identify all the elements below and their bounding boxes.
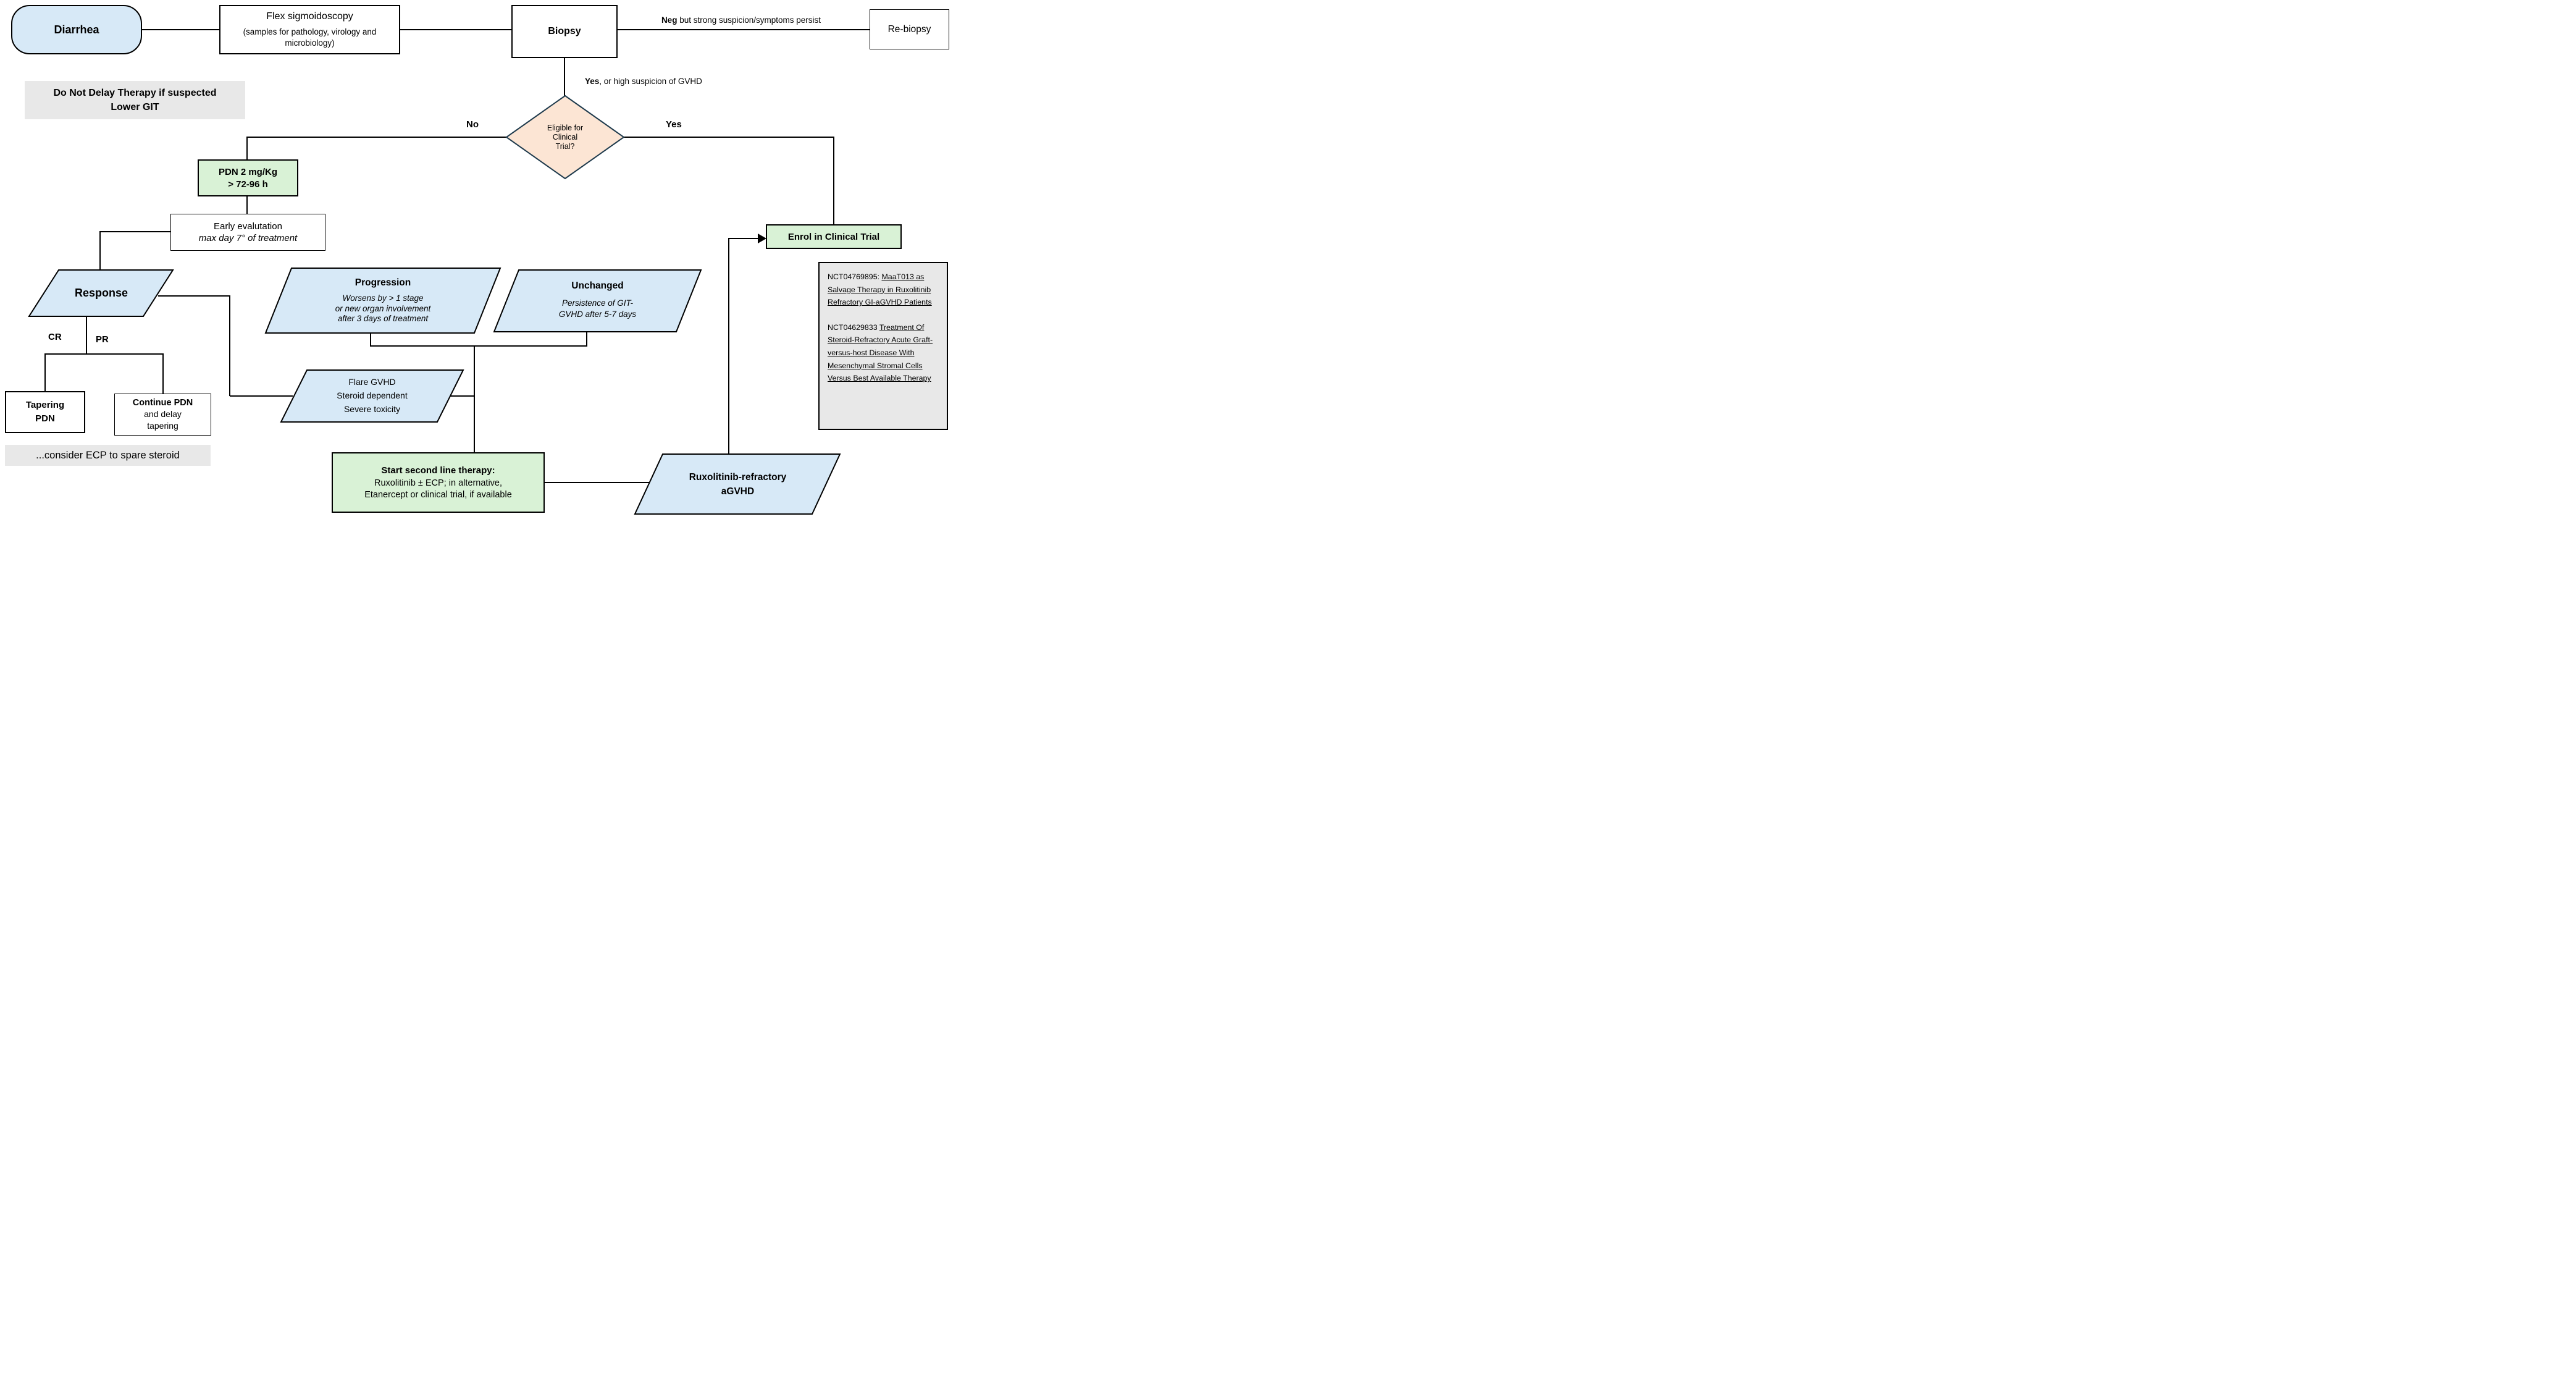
node-rebiopsy-label: Re-biopsy [887, 23, 931, 35]
node-early-line1: Early evalutation [214, 221, 282, 232]
ruxolitinib-refractory-shape [634, 453, 841, 515]
connector-lines [44, 29, 870, 483]
edge-label-pr: PR [96, 334, 109, 345]
nct1-link[interactable]: MaaT013 as Salvage Therapy in Ruxolitini… [828, 272, 932, 307]
node-early-evaluation: Early evalutation max day 7° of treatmen… [170, 214, 325, 251]
decision-diamond-shape [505, 95, 625, 180]
node-enrol-clinical-trial: Enrol in Clinical Trial [766, 224, 902, 249]
node-tapering-label: Tapering PDN [25, 400, 65, 424]
note-ecp: ...consider ECP to spare steroid [5, 445, 211, 466]
node-continue-bold: Continue PDN [132, 398, 193, 408]
node-rebiopsy: Re-biopsy [870, 9, 949, 49]
node-start-line2: Etanercept or clinical trial, if availab… [364, 490, 512, 500]
progression-shape [264, 268, 501, 334]
flowchart-canvas: Diarrhea Flex sigmoidoscopy (samples for… [0, 0, 951, 515]
node-nct-trials: NCT04769895: MaaT013 as Salvage Therapy … [818, 262, 948, 430]
node-flex-sigmoidoscopy: Flex sigmoidoscopy (samples for patholog… [219, 5, 400, 54]
nct-trial-1: NCT04769895: MaaT013 as Salvage Therapy … [828, 271, 939, 309]
node-early-line2: max day 7° of treatment [198, 233, 298, 243]
node-enrol-label: Enrol in Clinical Trial [787, 231, 880, 242]
node-biopsy-label: Biopsy [548, 26, 581, 36]
arrowhead-icon [758, 234, 766, 243]
node-continue-pdn: Continue PDN and delay tapering [114, 394, 211, 436]
nct2-id: NCT04629833 [828, 323, 879, 332]
node-diarrhea-label: Diarrhea [54, 23, 99, 36]
node-tapering-pdn: Tapering PDN [5, 391, 85, 433]
edge-label-yes-gvhd-bold: Yes [585, 77, 600, 86]
note-do-not-delay: Do Not Delay Therapy if suspected Lower … [25, 81, 245, 119]
edge-label-neg-bold: Neg [661, 15, 678, 25]
node-pdn: PDN 2 mg/Kg > 72-96 h [198, 159, 298, 196]
node-start-line1: Ruxolitinib ± ECP; in alternative, [374, 478, 503, 488]
node-pdn-line2: > 72-96 h [228, 179, 268, 190]
node-continue-rest: and delay tapering [144, 409, 182, 431]
edge-label-neg: Neg but strong suspicion/symptoms persis… [621, 15, 862, 25]
response-shape [28, 269, 174, 317]
flowchart-shapes-layer [28, 29, 870, 515]
note-ecp-label: ...consider ECP to spare steroid [36, 449, 180, 461]
node-flex-subtitle: (samples for pathology, virology and mic… [243, 27, 377, 48]
nct2-link[interactable]: Treatment Of Steroid-Refractory Acute Gr… [828, 323, 933, 383]
node-diarrhea: Diarrhea [11, 5, 142, 54]
edge-label-yes: Yes [666, 119, 682, 130]
edge-label-yes-gvhd-rest: , or high suspicion of GVHD [599, 77, 702, 86]
node-start-second-line: Start second line therapy: Ruxolitinib ±… [332, 452, 545, 513]
nct-trial-2: NCT04629833 Treatment Of Steroid-Refract… [828, 321, 939, 385]
flare-shape [280, 369, 464, 423]
edge-label-no: No [466, 119, 479, 130]
edge-label-neg-rest: but strong suspicion/symptoms persist [677, 15, 821, 25]
note-do-not-delay-label: Do Not Delay Therapy if suspected Lower … [53, 87, 217, 112]
unchanged-shape [493, 269, 702, 332]
nct1-id: NCT04769895: [828, 272, 882, 281]
edge-label-cr: CR [48, 332, 62, 342]
node-pdn-line1: PDN 2 mg/Kg [218, 166, 277, 177]
node-biopsy: Biopsy [511, 5, 618, 58]
node-start-title: Start second line therapy: [381, 465, 495, 476]
node-flex-title: Flex sigmoidoscopy [266, 11, 353, 22]
edge-label-yes-gvhd: Yes, or high suspicion of GVHD [585, 77, 702, 86]
